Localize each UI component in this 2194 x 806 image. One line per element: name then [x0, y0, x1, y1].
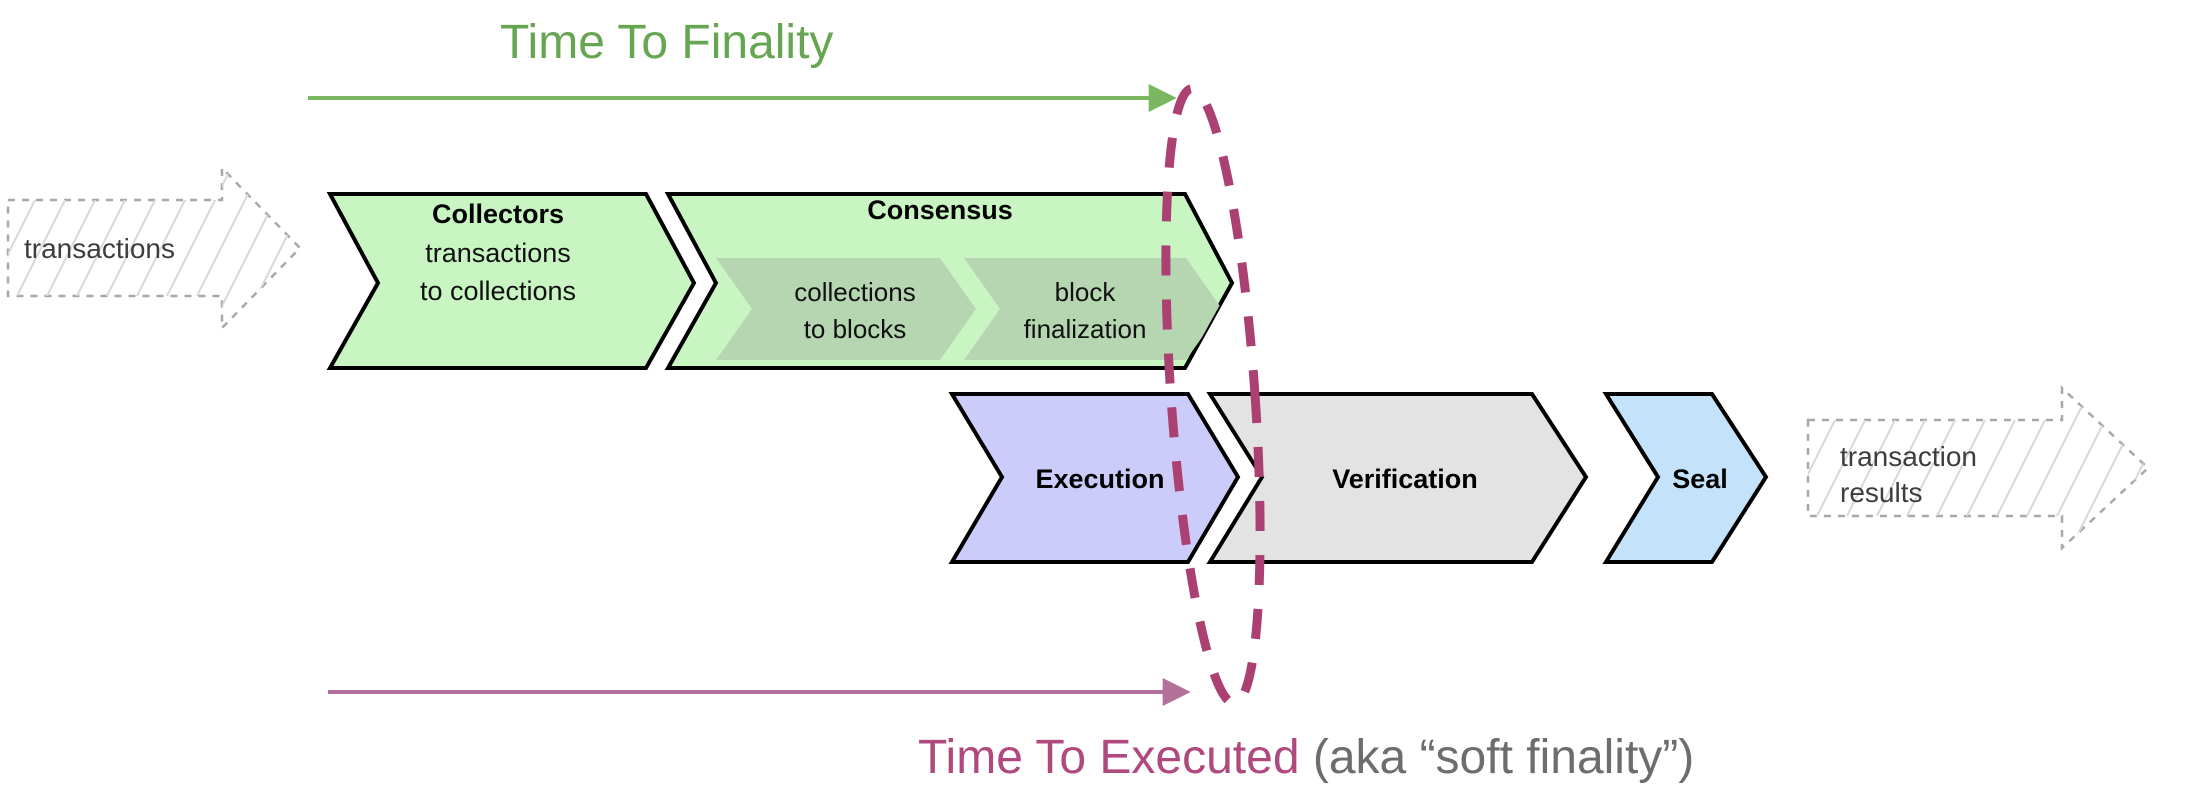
substage-block-finalization[interactable]: block finalization [964, 258, 1222, 360]
seal-shape [1602, 392, 1769, 564]
stage-consensus[interactable]: Consensus collections to blocks block fi… [664, 192, 1235, 370]
verification-title: Verification [1332, 464, 1478, 494]
collectors-subtitle-line1: transactions [425, 238, 571, 268]
collections-to-blocks-label-line1: collections [794, 277, 915, 307]
stage-execution[interactable]: Execution [948, 392, 1241, 564]
execution-title: Execution [1035, 464, 1164, 494]
collectors-title: Collectors [432, 199, 564, 229]
finality-boundary-ellipse [1161, 84, 1265, 708]
time-to-executed-suffix: (aka “soft finality”) [1300, 731, 1695, 784]
transactions-input-label: transactions [24, 233, 175, 264]
transaction-results-label-line1: transaction [1840, 441, 1977, 472]
stage-verification[interactable]: Verification [1206, 392, 1589, 564]
transaction-results-output: transaction results [1806, 385, 2150, 551]
time-to-executed-title: Time To Executed (aka “soft finality”) [918, 731, 1694, 784]
stage-seal[interactable]: Seal [1602, 392, 1769, 564]
block-finalization-label-line2: finalization [1024, 314, 1147, 344]
collectors-shape [326, 192, 697, 370]
time-to-finality-title: Time To Finality [500, 16, 833, 69]
execution-shape [948, 392, 1241, 564]
collections-to-blocks-label-line2: to blocks [804, 314, 907, 344]
substage-collections-to-blocks[interactable]: collections to blocks [716, 258, 976, 360]
collectors-subtitle-line2: to collections [420, 276, 576, 306]
transactions-input: transactions [6, 164, 302, 332]
block-finalization-label-line1: block [1055, 277, 1117, 307]
stage-collectors[interactable]: Collectors transactions to collections [326, 192, 697, 370]
time-to-executed-emphasis: Time To Executed [918, 731, 1300, 784]
transaction-results-label-line2: results [1840, 477, 1922, 508]
collections-to-blocks-shape [716, 258, 976, 360]
verification-shape [1206, 392, 1589, 564]
consensus-title: Consensus [867, 195, 1013, 225]
seal-title: Seal [1672, 464, 1728, 494]
block-finalization-shape [964, 258, 1222, 360]
